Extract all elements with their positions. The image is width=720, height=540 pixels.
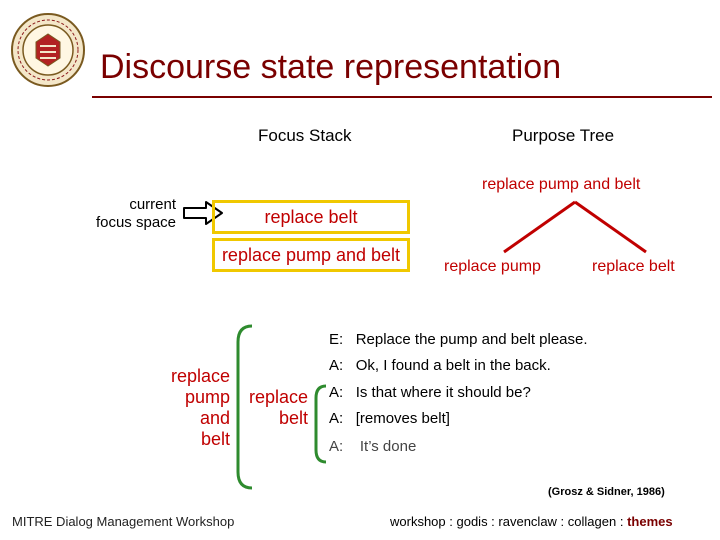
dialogue-speaker: A: [329, 357, 344, 374]
focus-stack-item-label: replace belt [264, 206, 358, 227]
dialogue-line: A: [removes belt] [329, 410, 450, 427]
dialogue-text: Replace the pump and belt please. [355, 331, 588, 348]
footer-nav: workshop : godis : ravenclaw : collagen … [390, 514, 673, 529]
dialogue-text: It’s done [359, 438, 417, 455]
footer-nav-separator: : [445, 514, 457, 529]
footer-nav-separator: : [556, 514, 568, 529]
purpose-tree-child-belt: replace belt [592, 258, 675, 275]
purpose-tree-root: replace pump and belt [482, 176, 641, 193]
purpose-tree-child-pump: replace pump [444, 258, 541, 275]
dialogue-line: A: Is that where it should be? [329, 384, 531, 401]
purpose-tree-header: Purpose Tree [512, 126, 615, 145]
dialogue-speaker: A: [329, 410, 344, 427]
purpose-tree-edges [503, 200, 647, 254]
focus-stack-item-top: replace belt [212, 200, 410, 234]
footer-nav-workshop[interactable]: workshop [390, 514, 446, 529]
dialogue-speaker: A: [329, 384, 344, 401]
footer-nav-godis[interactable]: godis [456, 514, 488, 529]
university-seal-logo [11, 13, 85, 87]
segment-label-inner: replace belt [248, 387, 308, 428]
dialogue-speaker: A: [329, 438, 344, 455]
citation: (Grosz & Sidner, 1986) [548, 486, 665, 498]
title-divider [92, 96, 712, 98]
dialogue-text: Ok, I found a belt in the back. [355, 357, 551, 374]
current-focus-space-label: current focus space [95, 196, 176, 231]
footer-workshop-title: MITRE Dialog Management Workshop [12, 514, 235, 529]
footer-nav-separator: : [487, 514, 499, 529]
dialogue-text: [removes belt] [355, 410, 450, 427]
dialogue-line: A: Ok, I found a belt in the back. [329, 357, 551, 374]
segment-brackets [236, 324, 327, 490]
footer-nav-ravenclaw[interactable]: ravenclaw [498, 514, 557, 529]
footer-nav-separator: : [616, 514, 628, 529]
focus-stack-item-bottom: replace pump and belt [212, 238, 410, 272]
dialogue-line: A: It’s done [329, 438, 416, 455]
footer-nav-themes[interactable]: themes [627, 514, 673, 529]
segment-label-outer: replace pump and belt [170, 366, 230, 449]
page-title: Discourse state representation [100, 48, 562, 86]
dialogue-speaker: E: [329, 331, 344, 348]
focus-stack-header: Focus Stack [258, 126, 352, 145]
focus-stack-item-label: replace pump and belt [221, 244, 401, 265]
dialogue-line: E: Replace the pump and belt please. [329, 331, 588, 348]
dialogue-text: Is that where it should be? [355, 384, 531, 401]
footer-nav-collagen[interactable]: collagen [567, 514, 617, 529]
